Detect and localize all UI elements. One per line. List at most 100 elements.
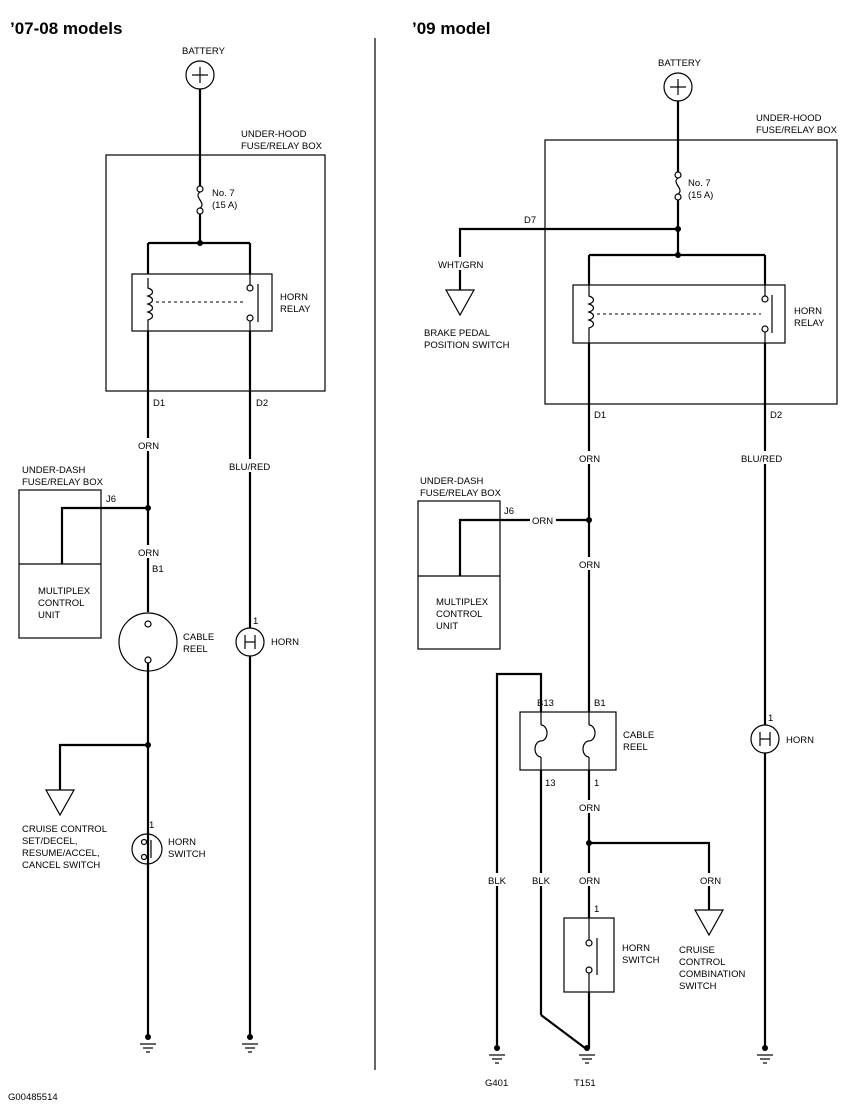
right-relay-box [572, 284, 786, 344]
right-battery-label: BATTERY [658, 58, 702, 69]
right-blured-bg [740, 451, 784, 464]
right-d7: D7 [524, 215, 536, 226]
right-blk1-bg [486, 873, 508, 886]
left-d2: D2 [256, 398, 268, 409]
right-fusebox-label-1: UNDER-HOOD [756, 113, 822, 124]
left-cruise-1: CRUISE CONTROL [22, 824, 107, 835]
left-b1: B1 [152, 564, 164, 575]
right-title: ’09 model [412, 19, 490, 38]
right-blk-ground-wire [495, 672, 543, 1045]
left-relay-label-1: HORN [280, 292, 308, 303]
left-orn2-bg [136, 545, 160, 558]
right-cruise-switch-icon [693, 909, 725, 937]
left-cruise-4: CANCEL SWITCH [22, 860, 100, 871]
left-underhood-box [105, 154, 326, 392]
right-cruise-3: COMBINATION [679, 969, 745, 980]
right-blk2-bg [530, 873, 552, 886]
right-j6-junction [586, 517, 592, 523]
right-orn4-bg [577, 873, 601, 886]
left-relay-box [131, 273, 273, 332]
right-relay-coil-icon [587, 285, 595, 343]
left-horn-switch-2: SWITCH [168, 849, 206, 860]
left-fusebox-label-2: FUSE/RELAY BOX [241, 141, 323, 152]
left-cable-reel-2: REEL [183, 644, 208, 655]
left-cruise-2: SET/DECEL, [22, 836, 77, 847]
right-brake-switch-icon [444, 289, 476, 317]
left-dashbox-label-1: UNDER-DASH [22, 465, 85, 476]
left-title: ’07-08 models [10, 19, 122, 38]
right-d7-wire [458, 227, 678, 290]
right-underhood-box [544, 139, 838, 405]
right-mcu-3: UNIT [436, 621, 458, 632]
right-dashbox-label-2: FUSE/RELAY BOX [420, 488, 502, 499]
right-relay-label-1: HORN [794, 306, 822, 317]
left-cable-reel-icon [118, 612, 178, 672]
right-blk2: BLK [532, 876, 551, 887]
left-relay-label-2: RELAY [280, 304, 311, 315]
right-cruise-wire [589, 841, 711, 910]
right-b1: B1 [594, 698, 606, 709]
right-brake-2: POSITION SWITCH [424, 340, 510, 351]
left-cruise-wire [58, 743, 148, 790]
right-fusebox-label-2: FUSE/RELAY BOX [756, 125, 838, 136]
right-horn-label: HORN [786, 735, 814, 746]
figure-id: G00485514 [8, 1092, 58, 1103]
left-blu-red: BLU/RED [229, 462, 270, 473]
left-cable-reel-1: CABLE [183, 632, 214, 643]
left-ground-icon-1 [140, 1034, 156, 1053]
right-horn-pin: 1 [768, 713, 773, 724]
left-fuse-label-1: No. 7 [212, 188, 235, 199]
left-battery-icon [185, 60, 215, 90]
right-orn3: ORN [579, 803, 600, 814]
right-fuse-label-1: No. 7 [688, 178, 711, 189]
right-brake-1: BRAKE PEDAL [424, 328, 490, 339]
right-t151: T151 [574, 1078, 596, 1089]
right-relay-label-2: RELAY [794, 318, 825, 329]
left-blured-bg [228, 459, 272, 472]
right-d2: D2 [770, 410, 782, 421]
left-d1: D1 [153, 398, 165, 409]
right-ground-icon-horn [757, 1045, 773, 1064]
left-horn-icon [235, 627, 265, 657]
right-relay-contact-icon [761, 285, 773, 343]
left-orn1: ORN [138, 441, 159, 452]
right-orn1-bg [577, 451, 601, 464]
right-horn-switch-icon [585, 918, 598, 992]
right-cable-reel-2: REEL [623, 742, 648, 753]
right-mcu-1: MULTIPLEX [436, 597, 489, 608]
right-orn4: ORN [579, 876, 600, 887]
right-whtgrn-bg [436, 257, 488, 270]
left-mcu-2: CONTROL [38, 598, 84, 609]
right-fuse-icon [674, 171, 682, 201]
left-horn-switch-icon [131, 833, 163, 865]
left-horn-pin: 1 [253, 616, 258, 627]
left-dashbox-label-2: FUSE/RELAY BOX [22, 477, 104, 488]
right-orn2: ORN [579, 560, 600, 571]
right-blk-to-t151 [540, 1014, 586, 1049]
left-relay-coil-icon [146, 278, 154, 331]
right-blk1: BLK [488, 876, 507, 887]
left-relay-contact-icon [246, 274, 259, 331]
right-battery-icon [663, 72, 693, 102]
right-underdash-box [417, 500, 501, 650]
right-ground-icon-g401 [489, 1045, 505, 1064]
right-switch-pin: 1 [594, 904, 599, 915]
right-cruise-1: CRUISE [679, 945, 715, 956]
left-j6-wire [60, 506, 148, 564]
right-pin13: 13 [545, 778, 556, 789]
left-fuse-label-2: (15 A) [212, 200, 237, 211]
left-horn-switch-1: HORN [168, 837, 196, 848]
left-cruise-switch-icon [44, 789, 76, 817]
right-cruise-4: SWITCH [679, 981, 717, 992]
right-g401: G401 [485, 1078, 508, 1089]
right-blu-red: BLU/RED [741, 454, 782, 465]
right-orn1: ORN [579, 454, 600, 465]
right-orn3-bg [577, 800, 601, 813]
right-orn5: ORN [700, 876, 721, 887]
right-orn-j6: ORN [532, 516, 553, 527]
right-j6-wire [458, 518, 589, 576]
right-d1: D1 [594, 410, 606, 421]
left-mcu-3: UNIT [38, 610, 60, 621]
right-b13: B13 [537, 698, 554, 709]
